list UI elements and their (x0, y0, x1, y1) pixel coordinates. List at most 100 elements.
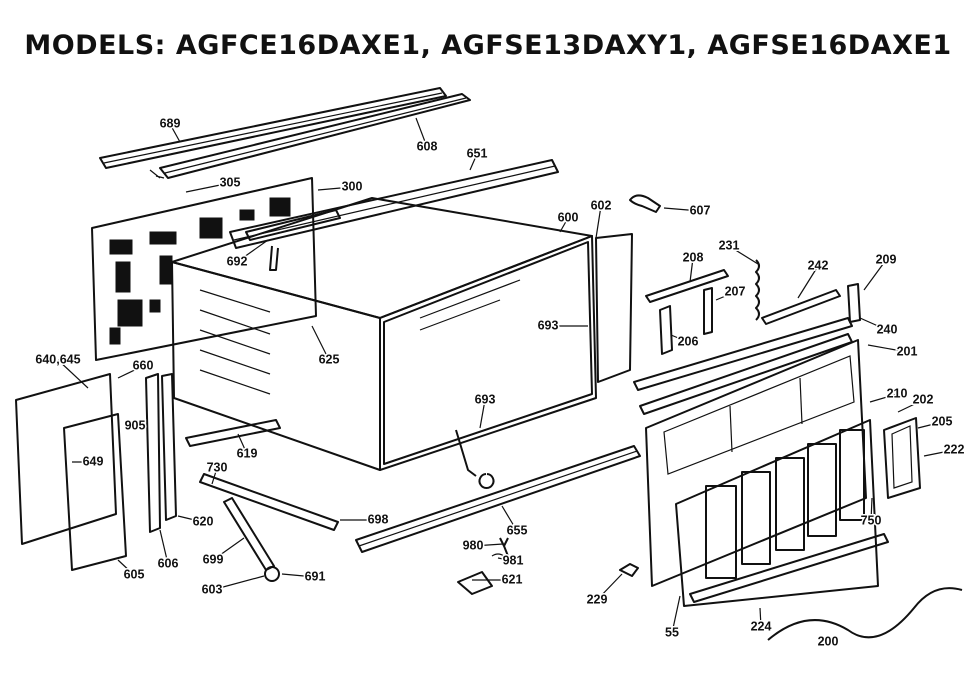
callout-leader (236, 239, 269, 263)
callout-label: 730 (207, 460, 228, 474)
callout-label: 224 (751, 619, 772, 633)
callout-leader (317, 186, 353, 191)
rear-panel-300 (91, 177, 317, 361)
callout-leader (670, 334, 689, 343)
callout-label: 692 (227, 254, 248, 268)
assembly-brace-200 (767, 587, 963, 641)
callout-label: 691 (305, 569, 326, 583)
callout-label: 607 (690, 203, 711, 217)
callout-label: 660 (133, 358, 154, 372)
callout-leader (797, 265, 819, 299)
rail-698 (199, 473, 339, 531)
callout-label: 602 (591, 198, 612, 212)
callout-leader (211, 575, 265, 591)
side-panel-649 (63, 413, 127, 571)
top-rail-689 (99, 87, 447, 169)
callout-leader (469, 153, 478, 171)
callout-label: 693 (538, 318, 559, 332)
callout-label: 981 (503, 553, 524, 567)
page-title: MODELS: AGFCE16DAXE1, AGFSE13DAXY1, AGFS… (24, 30, 952, 61)
callout-label: 55 (665, 625, 679, 639)
callout-label: 655 (507, 523, 528, 537)
callout-label: 208 (683, 250, 704, 264)
front-panel-55 (675, 419, 879, 607)
callout-label: 699 (203, 552, 224, 566)
callout-leader (117, 365, 144, 379)
rail-620 (161, 373, 177, 521)
callout-leader (415, 117, 428, 148)
callout-label: 231 (719, 238, 740, 252)
callout-label: 640,645 (35, 352, 80, 366)
callout-leader (728, 245, 759, 265)
callout-label: 229 (587, 592, 608, 606)
cabinet-600 (171, 197, 597, 489)
rail-619 (185, 419, 281, 447)
callout-leader (869, 393, 898, 403)
side-panel-640-645 (15, 373, 117, 545)
callout-leader (185, 182, 231, 193)
clip-229 (619, 563, 639, 577)
callout-leader (671, 595, 681, 634)
callout-label: 205 (932, 414, 953, 428)
callout-label: 300 (342, 179, 363, 193)
callout-label: 606 (158, 556, 179, 570)
callout-leader (595, 205, 602, 239)
callout-leader (689, 257, 694, 283)
callout-leader (211, 467, 218, 485)
callout-label: 605 (124, 567, 145, 581)
callout-label: 698 (368, 512, 389, 526)
callout-leader (663, 207, 701, 212)
filter-door-205 (883, 417, 921, 499)
callout-leader (169, 123, 181, 143)
callout-label: 207 (725, 284, 746, 298)
callout-label: 651 (467, 146, 488, 160)
callout-label: 202 (913, 392, 934, 406)
callout-label: 240 (877, 322, 898, 336)
callout-label: 980 (463, 538, 484, 552)
callout-label: 200 (818, 634, 839, 648)
rail-606 (145, 373, 161, 533)
gasket-602 (595, 233, 633, 383)
callout-leader (479, 399, 486, 429)
callout-label: 242 (808, 258, 829, 272)
callout-label: 305 (220, 175, 241, 189)
callout-label: 206 (678, 334, 699, 348)
callout-label: 222 (944, 442, 965, 456)
callout-leader (759, 607, 762, 628)
callout-label: 201 (897, 344, 918, 358)
louver-parts (633, 259, 861, 415)
callout-leader (472, 543, 504, 547)
callout-leader (57, 359, 89, 389)
callout-label: 750 (861, 513, 882, 527)
callout-leader (127, 419, 136, 427)
callout-leader (177, 515, 204, 523)
callout-label: 689 (160, 116, 181, 130)
callout-leader (311, 325, 330, 361)
callout-leader (917, 421, 943, 429)
callout-leader (715, 291, 736, 301)
callout-label: 619 (237, 446, 258, 460)
callout-label: 608 (417, 139, 438, 153)
callout-leader (497, 557, 514, 562)
callout-leader (867, 344, 908, 353)
callout-leader (159, 529, 169, 565)
callout-leader (501, 505, 518, 532)
leg-699 (223, 497, 280, 582)
callout-leader (281, 573, 316, 578)
callout-label: 603 (202, 582, 223, 596)
callout-leader (870, 497, 873, 522)
callout-leader (559, 217, 569, 233)
callout-label: 210 (887, 386, 908, 400)
callout-label: 905 (125, 418, 146, 432)
callout-leader (859, 317, 888, 331)
callout-label: 625 (319, 352, 340, 366)
bottom-strip-224 (689, 533, 889, 603)
callout-label: 621 (502, 572, 523, 586)
callout-leader (212, 537, 245, 561)
callout-leader (237, 433, 248, 455)
rail-655 (355, 445, 641, 553)
strap-607 (629, 194, 661, 213)
hardware-980-981-621 (457, 537, 509, 595)
top-rail-608 (149, 93, 471, 179)
